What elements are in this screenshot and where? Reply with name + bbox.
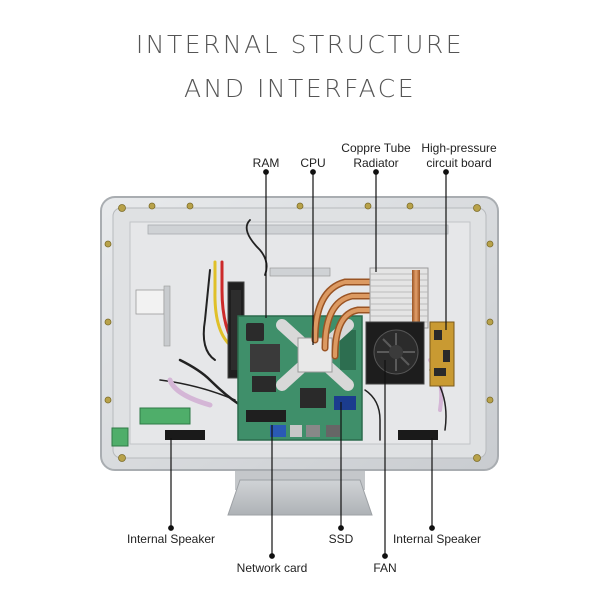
ssd-module (334, 396, 356, 410)
label-high-pressure: High-pressure circuit board (411, 141, 507, 171)
label-high-pressure-line2: circuit board (426, 156, 492, 170)
internal-speaker-right (398, 430, 438, 440)
label-ram: RAM (252, 156, 280, 170)
label-radiator-line2: Radiator (353, 156, 399, 170)
leader-lines (168, 169, 449, 559)
label-radiator: Coppre Tube Radiator (326, 141, 426, 171)
screws (104, 202, 494, 462)
high-pressure-board (429, 321, 455, 387)
sticker (135, 289, 165, 315)
label-internal-speaker-right: Internal Speaker (392, 532, 482, 546)
title-line-1: INTERNAL STRUCTURE (135, 30, 465, 59)
copper-tubes (311, 278, 384, 360)
label-radiator-line1: Coppre Tube (341, 141, 411, 155)
copper-tube-radiator (369, 267, 429, 330)
label-cpu: CPU (300, 156, 326, 170)
side-board (111, 407, 191, 447)
label-fan: FAN (373, 561, 397, 575)
fan (365, 321, 425, 385)
label-internal-speaker-left: Internal Speaker (126, 532, 216, 546)
title-line-2: AND INTERFACE (183, 74, 416, 103)
label-high-pressure-line1: High-pressure (421, 141, 497, 155)
label-ssd: SSD (328, 532, 354, 546)
label-network-card: Network card (236, 561, 308, 575)
internal-speaker-left (165, 430, 205, 440)
